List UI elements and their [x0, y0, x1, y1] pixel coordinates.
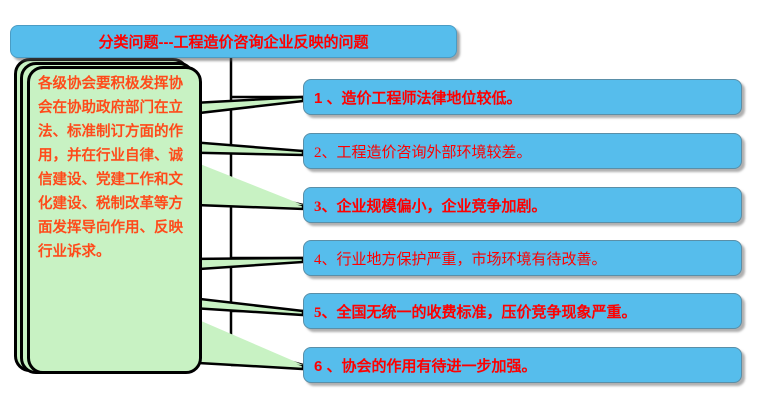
issue-row-6-label: 6 、协会的作用有待进一步加强。 — [314, 357, 537, 375]
issue-row-4[interactable]: 4、行业地方保护严重，市场环境有待改善。 — [303, 240, 742, 276]
issue-row-5[interactable]: 5、全国无统一的收费标准，压价竞争现象严重。 — [303, 293, 742, 329]
issue-row-1-label: 1 、造价工程师法律地位较低。 — [314, 89, 522, 107]
issue-row-4-label: 4、行业地方保护严重，市场环境有待改善。 — [314, 251, 607, 268]
green-layer-front — [27, 66, 202, 374]
issue-row-3-label: 3、企业规模偏小，企业竞争加剧。 — [314, 198, 547, 215]
issue-row-6[interactable]: 6 、协会的作用有待进一步加强。 — [303, 347, 742, 383]
issue-row-3[interactable]: 3、企业规模偏小，企业竞争加剧。 — [303, 187, 742, 223]
issue-row-1[interactable]: 1 、造价工程师法律地位较低。 — [303, 79, 742, 115]
issue-row-5-label: 5、全国无统一的收费标准，压价竞争现象严重。 — [314, 304, 637, 321]
associations-role-text: 各级协会要积极发挥协会在协助政府部门在立法、标准制订方面的作用，并在行业自律、诚… — [38, 76, 183, 260]
page-title-label: 分类问题---工程造价咨询企业反映的问题 — [98, 34, 369, 51]
page-title: 分类问题---工程造价咨询企业反映的问题 — [10, 25, 457, 58]
issue-row-2-label: 2、工程造价咨询外部环境较差。 — [314, 144, 532, 161]
issue-row-2[interactable]: 2、工程造价咨询外部环境较差。 — [303, 133, 742, 169]
